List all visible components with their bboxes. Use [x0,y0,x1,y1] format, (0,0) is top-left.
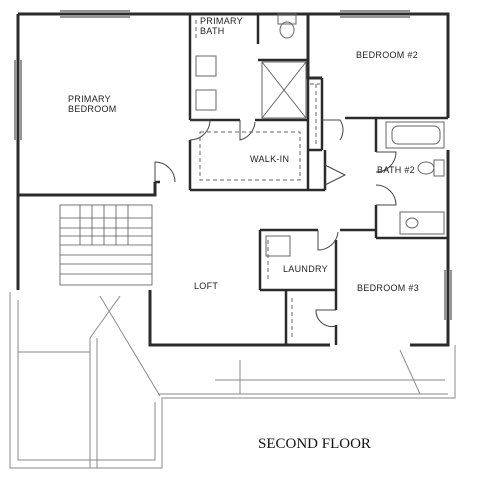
interior-walls [155,14,448,345]
label-bedroom-3: BEDROOM #3 [357,283,419,293]
windows [14,10,452,320]
label-loft: LOFT [194,281,218,291]
roof-outline [9,292,456,469]
closet-shelves [195,20,320,340]
label-primary-bedroom-1: PRIMARY [68,94,111,104]
staircase [59,204,153,286]
label-primary-bedroom-2: BEDROOM [68,104,117,114]
label-laundry: LAUNDRY [283,264,328,274]
door-swings [154,119,397,327]
label-primary-bath-1: PRIMARY [200,16,243,26]
exterior-walls [16,12,450,347]
floor-title: SECOND FLOOR [258,436,371,452]
label-bath-2: BATH #2 [377,165,415,175]
label-walk-in: WALK-IN [250,154,289,164]
bath-fixtures [195,13,445,257]
room-labels: PRIMARY BATH BEDROOM #2 PRIMARY BEDROOM … [68,16,419,293]
label-bedroom-2: BEDROOM #2 [356,50,418,60]
label-primary-bath-2: BATH [200,26,225,36]
